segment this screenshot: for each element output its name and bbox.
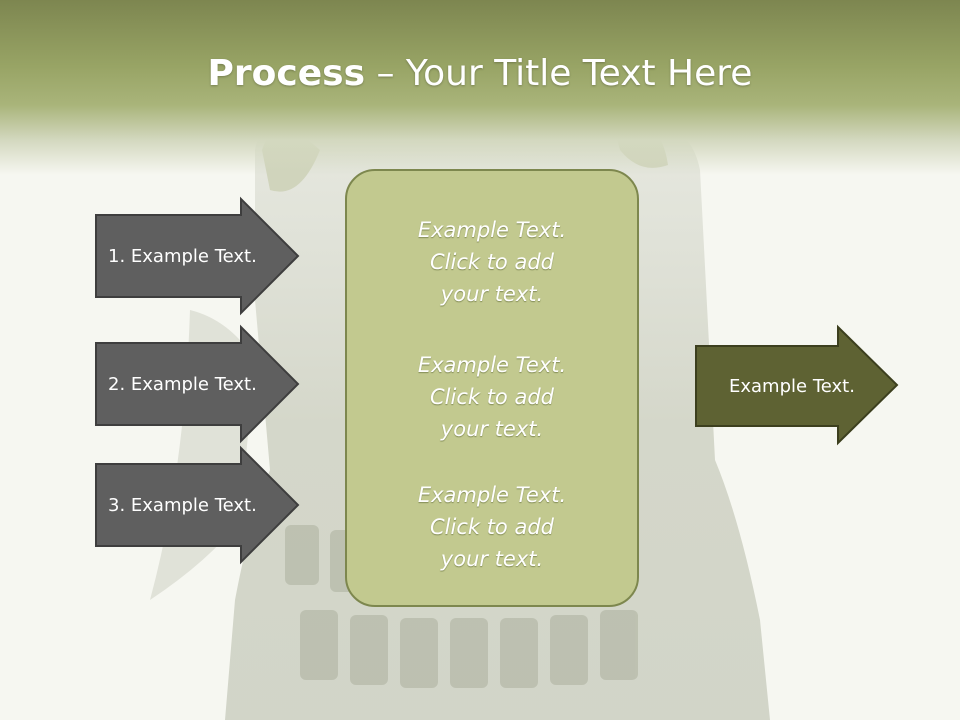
right-arrow-label: Example Text. [729,375,855,397]
slide-title: Process – Your Title Text Here [0,52,960,96]
arrow-shape [695,324,899,446]
panel-text-block-2[interactable]: Example Text. Click to add your text. [347,349,637,445]
panel-line: Example Text. [417,353,567,377]
panel-line: Example Text. [417,483,567,507]
left-arrow-1-label: 1. Example Text. [108,245,257,267]
panel-line: your text. [440,547,544,571]
arrow-shape [95,196,300,316]
panel-line: your text. [440,282,544,306]
right-arrow[interactable]: Example Text. [695,324,900,446]
title-rest: – Your Title Text Here [365,53,753,94]
panel-text-block-1[interactable]: Example Text. Click to add your text. [347,214,637,310]
left-arrow-3-label: 3. Example Text. [108,494,257,516]
panel-line: your text. [440,417,544,441]
left-arrow-2[interactable]: 2. Example Text. [95,324,300,444]
arrow-shape [95,324,300,444]
center-text-panel[interactable]: Example Text. Click to add your text. Ex… [345,169,639,607]
arrow-shape [95,445,300,565]
header-band [0,0,960,175]
panel-line: Click to add [429,250,554,274]
left-arrow-1[interactable]: 1. Example Text. [95,196,300,316]
left-arrow-3[interactable]: 3. Example Text. [95,445,300,565]
panel-text-block-3[interactable]: Example Text. Click to add your text. [347,479,637,575]
left-arrow-2-label: 2. Example Text. [108,373,257,395]
title-bold: Process [207,53,366,94]
panel-line: Click to add [429,515,554,539]
panel-line: Example Text. [417,218,567,242]
panel-line: Click to add [429,385,554,409]
